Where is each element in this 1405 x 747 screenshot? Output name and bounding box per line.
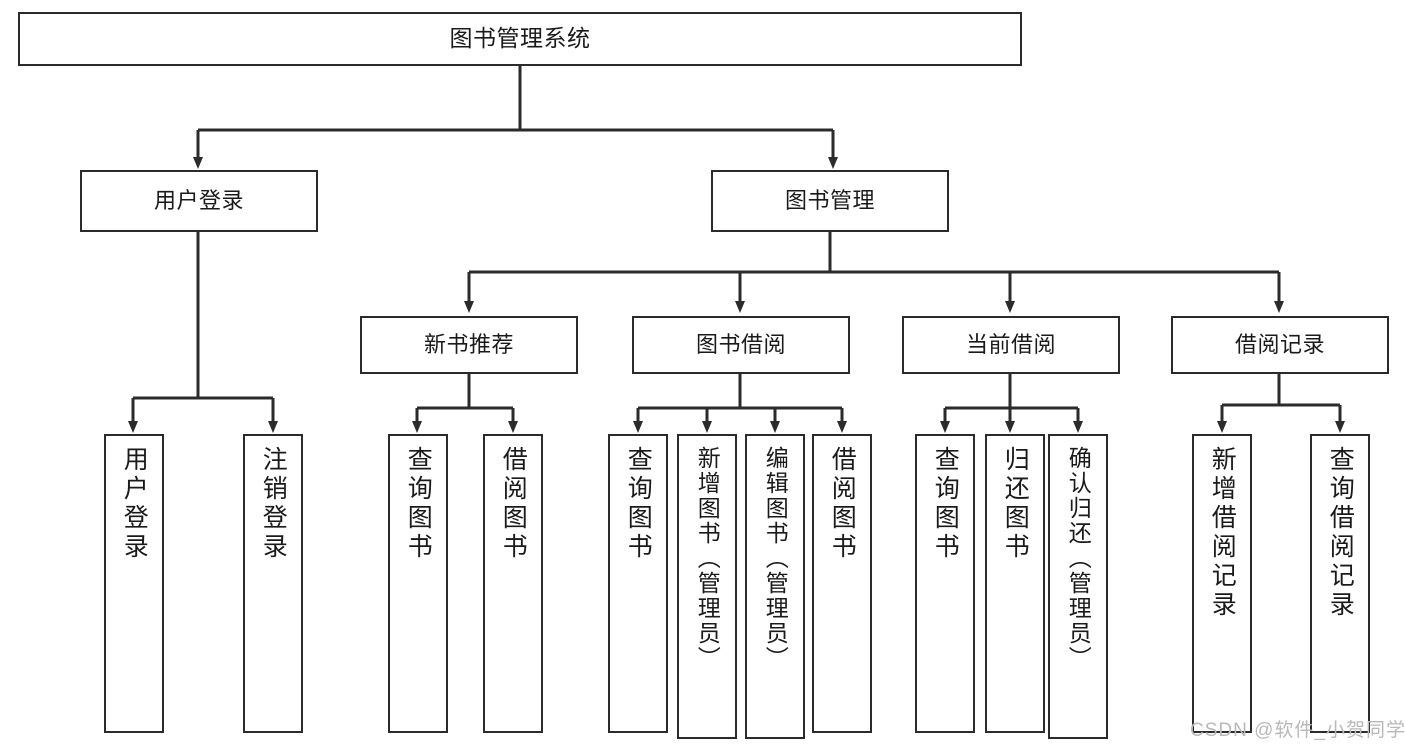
node-label: 确认归还（管理员） <box>1065 446 1092 671</box>
node-label: 新增借阅记录 <box>1208 446 1237 620</box>
leaf-current-confirm-return-admin[interactable]: 确认归还（管理员） <box>1048 434 1108 739</box>
node-label: 查询借阅记录 <box>1326 446 1355 620</box>
leaf-user-login-signout[interactable]: 注销登录 <box>243 434 303 733</box>
node-label: 查询图书 <box>931 446 960 562</box>
leaf-borrow-edit-book-admin[interactable]: 编辑图书（管理员） <box>745 434 805 739</box>
leaf-record-query-record[interactable]: 查询借阅记录 <box>1310 434 1370 733</box>
node-label: 借阅图书 <box>828 446 857 562</box>
node-label: 图书管理系统 <box>449 25 591 52</box>
node-borrow-record[interactable]: 借阅记录 <box>1171 316 1389 374</box>
node-label: 查询图书 <box>624 446 653 562</box>
node-label: 编辑图书（管理员） <box>762 446 789 671</box>
node-label: 新增图书（管理员） <box>694 446 721 671</box>
leaf-recommend-query-book[interactable]: 查询图书 <box>388 434 448 733</box>
node-new-book-recommend[interactable]: 新书推荐 <box>360 316 578 374</box>
leaf-borrow-query-book[interactable]: 查询图书 <box>608 434 668 733</box>
leaf-record-add-record[interactable]: 新增借阅记录 <box>1192 434 1252 733</box>
node-label: 当前借阅 <box>965 332 1056 358</box>
node-label: 图书借阅 <box>695 332 786 358</box>
leaf-recommend-borrow-book[interactable]: 借阅图书 <box>483 434 543 733</box>
node-root-system[interactable]: 图书管理系统 <box>18 12 1022 66</box>
node-label: 用户登录 <box>153 188 244 214</box>
node-label: 新书推荐 <box>423 332 514 358</box>
node-book-management[interactable]: 图书管理 <box>711 170 949 232</box>
leaf-borrow-borrow-book[interactable]: 借阅图书 <box>812 434 872 733</box>
leaf-borrow-add-book-admin[interactable]: 新增图书（管理员） <box>677 434 737 739</box>
node-label: 注销登录 <box>259 446 288 562</box>
leaf-current-return-book[interactable]: 归还图书 <box>985 434 1045 733</box>
node-label: 归还图书 <box>1001 446 1030 562</box>
leaf-current-query-book[interactable]: 查询图书 <box>915 434 975 733</box>
node-label: 用户登录 <box>120 446 149 562</box>
node-label: 借阅记录 <box>1234 332 1325 358</box>
node-label: 图书管理 <box>784 188 875 214</box>
node-label: 借阅图书 <box>499 446 528 562</box>
leaf-user-login-signin[interactable]: 用户登录 <box>104 434 164 733</box>
node-user-login[interactable]: 用户登录 <box>80 170 318 232</box>
node-label: 查询图书 <box>404 446 433 562</box>
node-book-borrow[interactable]: 图书借阅 <box>632 316 850 374</box>
node-current-borrow[interactable]: 当前借阅 <box>902 316 1120 374</box>
